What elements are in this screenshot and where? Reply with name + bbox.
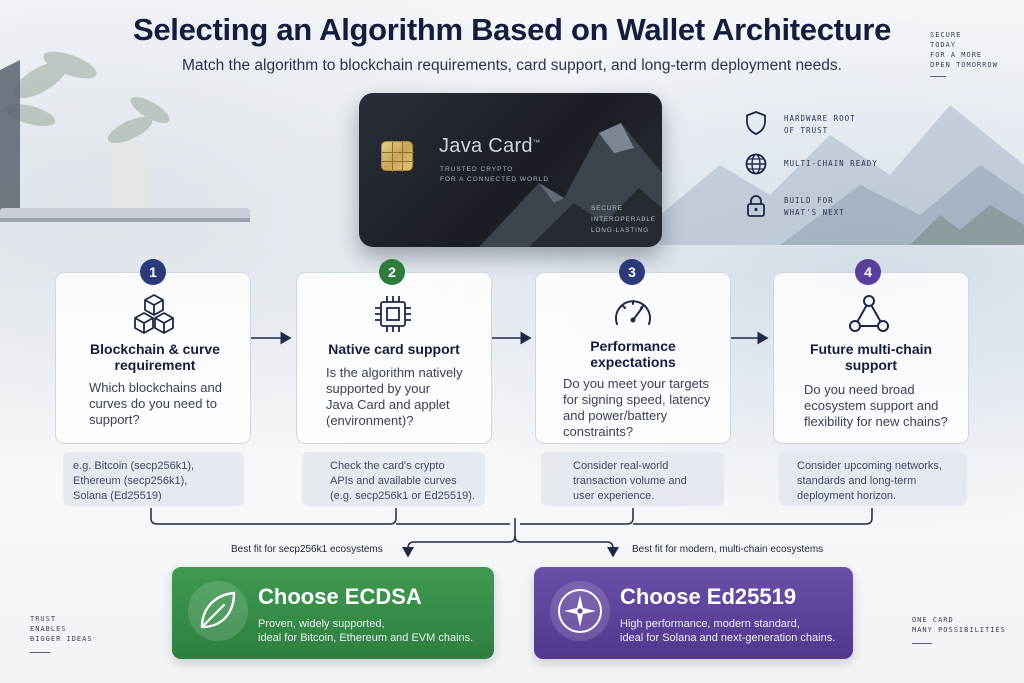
feature-build-next: BUILD FOR WHAT'S NEXT	[745, 194, 844, 218]
gauge-icon	[615, 300, 651, 325]
page-subtitle: Match the algorithm to blockchain requir…	[182, 57, 842, 74]
feature-hardware-root: HARDWARE ROOT OF TRUST	[745, 111, 855, 135]
card-bullets: SECURE INTEROPERABLE LONG-LASTING	[591, 205, 656, 234]
merge-line-right	[520, 508, 634, 525]
tagline-top-right: SECURE TODAY FOR A MORE OPEN TOMORROW	[930, 31, 998, 69]
best-fit-ecdsa-label: Best fit for secp256k1 ecosystems	[231, 544, 383, 555]
corner-note-bottom-left: TRUST ENABLES BIGGER IDEAS	[30, 615, 93, 643]
background-laptop	[0, 60, 250, 222]
cubes-icon	[134, 294, 174, 334]
step-1-card	[55, 272, 251, 444]
choice-ed25519-title: Choose Ed25519	[620, 584, 797, 609]
step-4-note: Consider upcoming networks, standards an…	[779, 452, 967, 506]
step-3-title: Performance expectations	[590, 338, 676, 370]
card-tagline: TRUSTED CRYPTO FOR A CONNECTED WORLD	[440, 166, 550, 183]
compass-star-icon	[550, 581, 610, 641]
feature-multi-chain: MULTI-CHAIN READY	[745, 152, 877, 176]
arrow-to-ed25519	[514, 535, 619, 558]
lock-icon	[747, 195, 765, 217]
step-2-question: Is the algorithm natively supported by y…	[326, 365, 463, 428]
choice-ed25519-description: High performance, modern standard, ideal…	[620, 618, 836, 644]
tagline-divider	[930, 76, 946, 77]
step-3-note: Consider real-world transaction volume a…	[541, 452, 724, 506]
network-icon	[849, 295, 889, 332]
java-card-image: Java Card™ TRUSTED CRYPTO FOR A CONNECTE…	[359, 93, 662, 247]
step-3-number-badge: 3	[619, 259, 645, 285]
globe-icon	[745, 153, 767, 175]
step-4-number-badge: 4	[855, 259, 881, 285]
choice-ecdsa: Choose ECDSA Proven, widely supported, i…	[172, 567, 494, 659]
step-1-note: e.g. Bitcoin (secp256k1), Ethereum (secp…	[63, 452, 244, 506]
step-4-card	[773, 272, 969, 444]
best-fit-ed25519-label: Best fit for modern, multi-chain ecosyst…	[632, 544, 824, 555]
card-mountain-artwork	[479, 123, 662, 247]
step-3-question: Do you meet your targets for signing spe…	[563, 376, 711, 439]
choice-ecdsa-description: Proven, widely supported, ideal for Bitc…	[258, 618, 474, 644]
corner-divider-left	[30, 652, 50, 653]
step-1-number-badge: 1	[140, 259, 166, 285]
step-4-question: Do you need broad ecosystem support and …	[804, 382, 948, 429]
page-title: Selecting an Algorithm Based on Wallet A…	[132, 12, 892, 47]
choice-ed25519: Choose Ed25519 High performance, modern …	[534, 567, 853, 659]
step-1-title: Blockchain & curve requirement	[90, 341, 220, 373]
card-chip	[381, 141, 414, 172]
step-2-card	[296, 272, 492, 444]
corner-note-bottom-right: ONE CARD MANY POSSIBILITIES	[912, 616, 1006, 634]
chip-icon	[375, 296, 411, 332]
merge-line-left	[150, 508, 397, 525]
choice-ecdsa-title: Choose ECDSA	[258, 584, 422, 609]
leaf-icon	[188, 581, 248, 641]
background-mountains	[660, 105, 1024, 245]
step-4-title: Future multi-chain support	[809, 341, 933, 373]
step-2-title: Native card support	[328, 341, 460, 357]
corner-divider-right	[912, 643, 932, 644]
card-brand: Java Card™	[439, 135, 541, 157]
shield-icon	[746, 111, 766, 135]
step-2-note: Check the card's crypto APIs and availab…	[302, 452, 485, 506]
step-2-number-badge: 2	[379, 259, 405, 285]
arrow-to-ecdsa	[402, 524, 516, 558]
step-1-question: Which blockchains and curves do you need…	[89, 380, 222, 427]
